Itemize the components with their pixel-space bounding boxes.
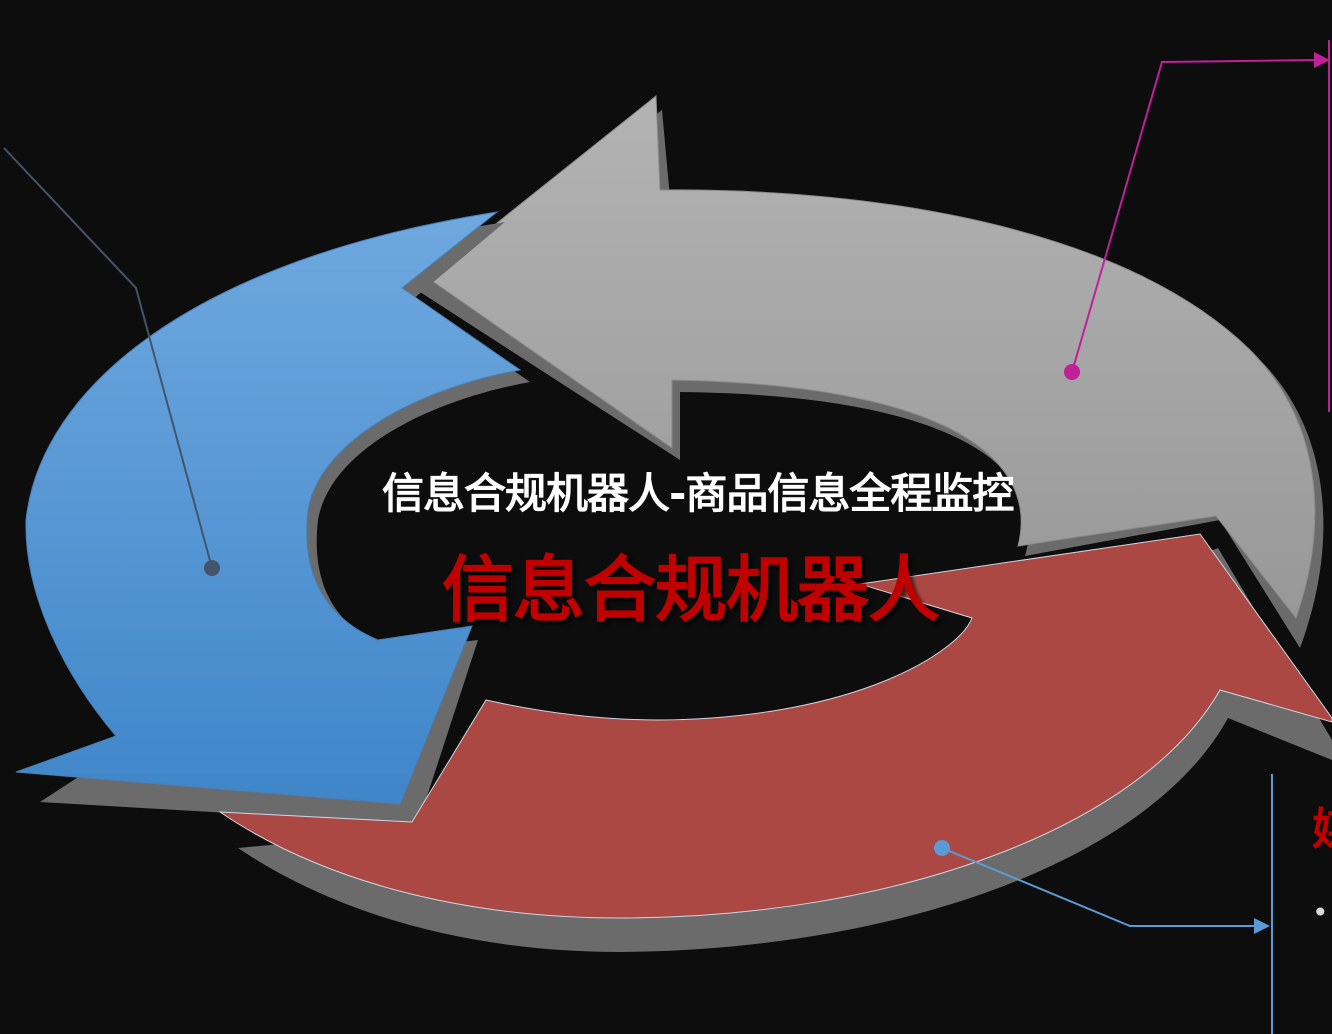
gray-arrow-connector-head — [1314, 52, 1330, 68]
red-arrow-connector-dot — [934, 840, 950, 856]
blue-arrow-connector-dot — [204, 560, 220, 576]
blue-arrow — [15, 211, 522, 805]
gray-arrow-connector-line — [1071, 59, 1317, 373]
red-arrow — [218, 533, 1332, 919]
gray-arrow-connector-dot — [1064, 364, 1080, 380]
red-arrow-connector-line — [941, 847, 1256, 927]
gray-arrow — [427, 94, 1316, 620]
right-bottom-bullet: • — [1312, 898, 1329, 928]
right-bottom-heading-partial: 媒 — [1312, 800, 1332, 860]
diagram-title: 信息合规机器人-商品信息全程监控 — [382, 469, 1014, 518]
red-arrow-connector-head — [1254, 918, 1270, 934]
diagram-subtitle: 信息合规机器人 — [442, 548, 940, 632]
blue-arrow-connector-line — [3, 147, 213, 569]
